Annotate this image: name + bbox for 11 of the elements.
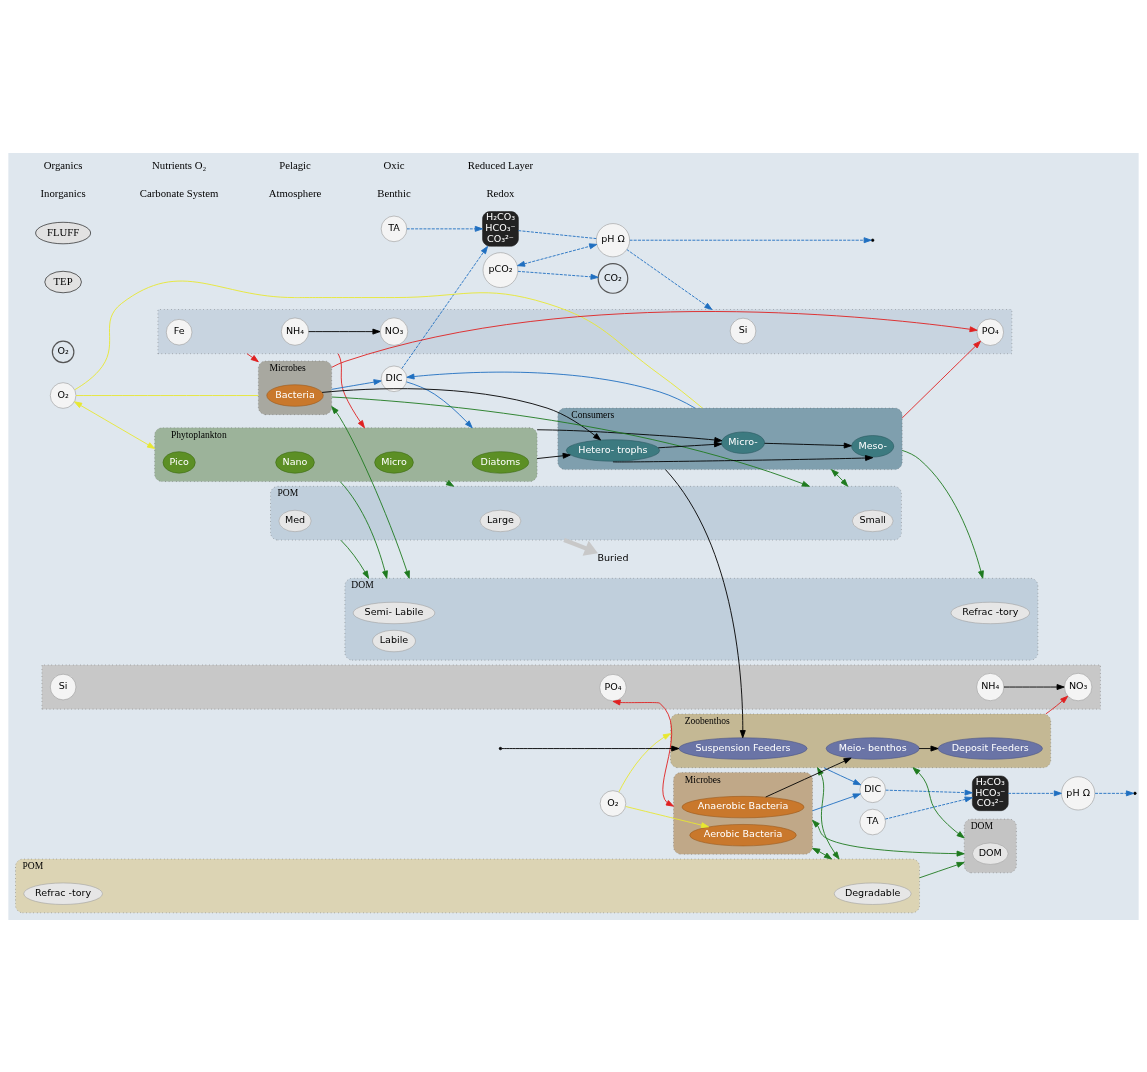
node-text: Buried [597, 551, 629, 563]
label: Oxic [383, 158, 405, 171]
label: Nutrients O₂ [152, 158, 207, 171]
label: Carbonate System [139, 186, 219, 199]
label: Atmosphere [268, 186, 322, 199]
label: Reduced Layer [467, 158, 534, 171]
label: Organics [43, 158, 83, 171]
label: Inorganics [40, 186, 86, 199]
label: Redox [486, 186, 515, 199]
label: Pelagic [279, 158, 311, 171]
label: Benthic [377, 186, 411, 199]
